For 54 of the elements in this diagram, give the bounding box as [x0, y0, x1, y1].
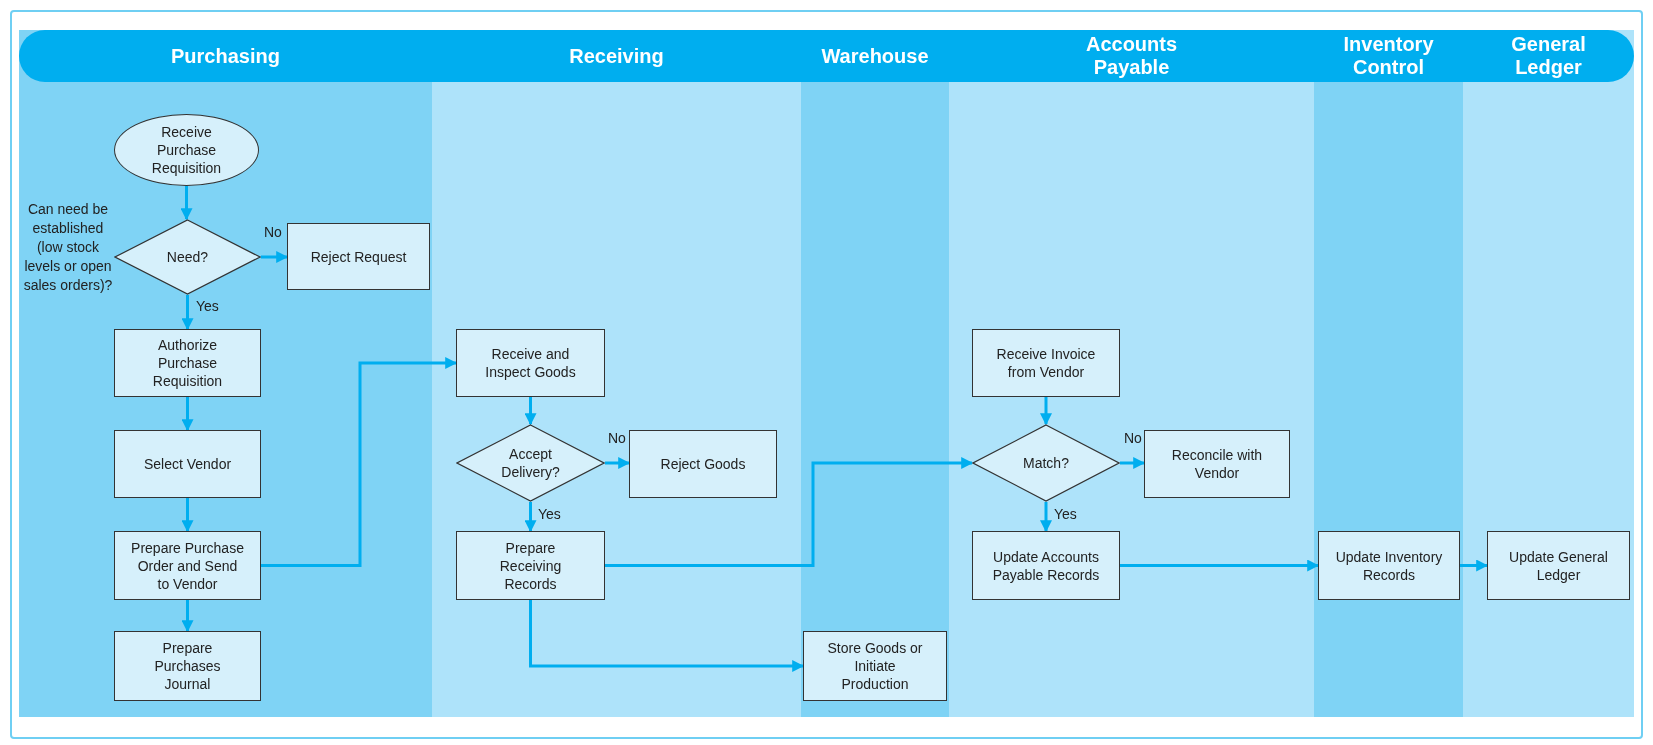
swimlane [949, 30, 1314, 717]
process-box: Select Vendor [114, 430, 261, 498]
arrow [1120, 457, 1146, 469]
decision-diamond: Need? [114, 219, 261, 295]
arrow [1040, 397, 1052, 426]
arrow [261, 251, 289, 263]
decision-diamond: Match? [972, 424, 1120, 502]
arrow [524, 502, 537, 533]
arrow [181, 295, 194, 331]
lane-header: Warehouse [801, 30, 949, 82]
process-box: Prepare Purchases Journal [114, 631, 261, 701]
process-box: Update General Ledger [1487, 531, 1630, 600]
arrow [1040, 502, 1052, 533]
process-box: Store Goods or Initiate Production [803, 631, 947, 701]
arrow [181, 397, 194, 432]
process-box: Authorize Purchase Requisition [114, 329, 261, 397]
arrow [181, 498, 194, 533]
process-box: Reject Request [287, 223, 430, 290]
edge-label: No [607, 430, 627, 446]
lane-header: Purchasing [19, 30, 432, 82]
swimlane [432, 30, 801, 717]
edge-label: Yes [1053, 506, 1078, 522]
arrow [1460, 559, 1489, 572]
arrow [180, 186, 193, 221]
process-box: Prepare Receiving Records [456, 531, 605, 600]
swimlane [1463, 30, 1634, 717]
lane-header: Accounts Payable [949, 30, 1314, 82]
swimlane [1314, 30, 1463, 717]
annotation-text: Can need be established (low stock levels or open sales orders)? [22, 200, 114, 295]
process-box: Update Accounts Payable Records [972, 531, 1120, 600]
lane-header: Inventory Control [1314, 30, 1463, 82]
lane-header: General Ledger [1463, 30, 1634, 82]
process-box: Reject Goods [629, 430, 777, 498]
edge-label: Yes [537, 506, 562, 522]
arrow [605, 457, 631, 469]
arrow [261, 357, 458, 567]
process-box: Prepare Purchase Order and Send to Vendor [114, 531, 261, 600]
decision-diamond: Accept Delivery? [456, 424, 605, 502]
lane-header: Receiving [432, 30, 801, 82]
process-box: Receive Invoice from Vendor [972, 329, 1120, 397]
edge-label: Yes [195, 298, 220, 314]
arrow [605, 457, 974, 567]
arrow [524, 397, 537, 426]
arrow [1120, 559, 1320, 572]
arrow [181, 600, 194, 633]
process-box: Reconcile with Vendor [1144, 430, 1290, 498]
edge-label: No [263, 224, 283, 240]
swimlane [19, 30, 432, 717]
process-box: Receive and Inspect Goods [456, 329, 605, 397]
start-ellipse: Receive Purchase Requisition [114, 114, 259, 186]
arrow [529, 600, 805, 672]
edge-label: No [1123, 430, 1143, 446]
swimlane [801, 30, 949, 717]
process-box: Update Inventory Records [1318, 531, 1460, 600]
